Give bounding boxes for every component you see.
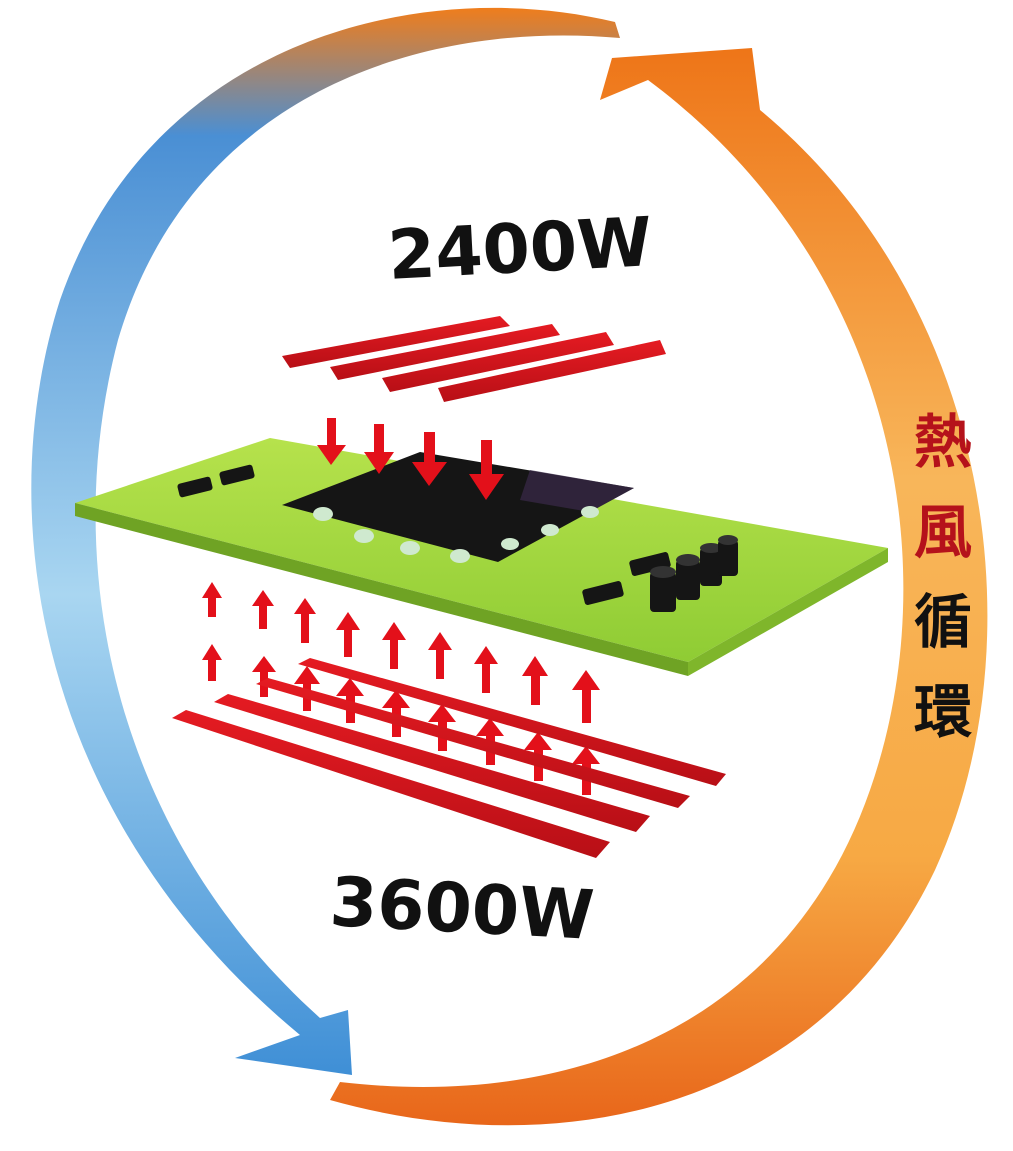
capacitor-group [650, 535, 738, 612]
down-arrow-4 [469, 440, 504, 500]
smd-component-2 [219, 464, 255, 486]
up-arrow-r1-5 [382, 622, 406, 669]
board-icon [75, 438, 888, 676]
top-power-label: 2400W [386, 203, 654, 296]
up-arrow-r1-7 [474, 646, 498, 693]
up-arrow-r1-6 [428, 632, 452, 679]
top-heater-icon [282, 316, 666, 402]
bottom-heater-bar-2 [256, 678, 690, 808]
pcb-edge-right [688, 548, 888, 676]
side-label: 熱 風 循 環 [914, 408, 972, 746]
side-char-1: 熱 [914, 408, 972, 476]
up-arrow-r1-2 [252, 590, 274, 629]
up-arrow-r1-4 [336, 612, 360, 657]
smd-component-4 [629, 552, 671, 576]
bottom-heater-bar-1 [298, 658, 726, 786]
bottom-heater-bar-4 [172, 710, 610, 858]
side-char-4: 環 [914, 678, 972, 746]
bottom-power-label: 3600W [328, 863, 596, 956]
chip-shade [520, 470, 634, 512]
side-char-2: 風 [914, 498, 972, 566]
down-arrow-2 [364, 424, 394, 474]
smd-component-1 [177, 476, 213, 498]
heat-flow-down-icon [317, 418, 504, 500]
chip-solder-balls [313, 506, 599, 563]
down-arrow-1 [317, 418, 346, 465]
top-heater-bar-4 [438, 340, 666, 402]
pcb-edge [75, 503, 688, 676]
down-arrow-3 [412, 432, 447, 486]
up-arrow-r1-1 [202, 582, 222, 617]
smd-component-3 [582, 581, 624, 605]
bottom-heater-icon [172, 658, 726, 858]
up-arrow-r1-8 [522, 656, 548, 705]
up-arrow-r2-2 [252, 656, 276, 697]
top-heater-bar-1 [282, 316, 510, 368]
side-char-3: 循 [914, 588, 972, 656]
up-arrow-r1-3 [294, 598, 316, 643]
top-heater-bar-3 [382, 332, 614, 392]
bottom-heater-bar-3 [214, 694, 650, 832]
top-heater-bar-2 [330, 324, 560, 380]
up-arrow-r1-9 [572, 670, 600, 723]
up-arrow-r2-1 [202, 644, 222, 681]
chip-icon [282, 452, 634, 563]
